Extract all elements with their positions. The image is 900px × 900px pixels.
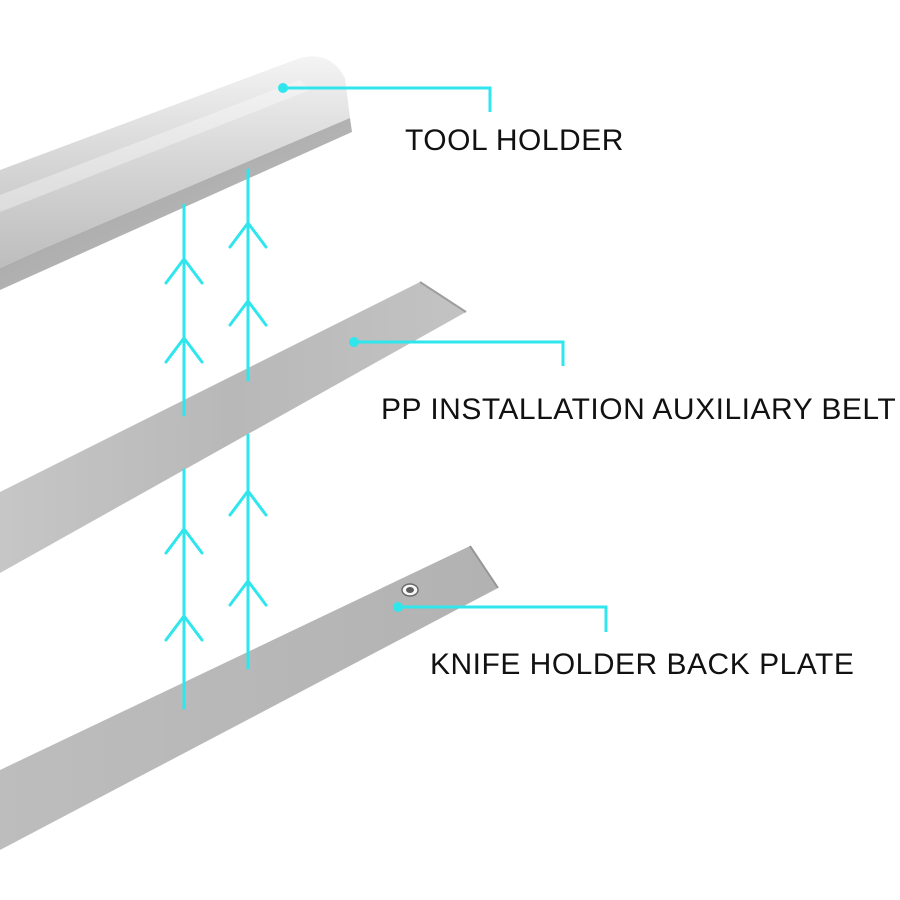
tool-holder-part <box>0 56 352 290</box>
up-arrow-chevron-icon <box>164 613 204 642</box>
label-knife-holder-back-plate: KNIFE HOLDER BACK PLATE <box>430 648 855 681</box>
callout-leaders <box>278 83 608 632</box>
callout-dot-icon <box>393 602 403 612</box>
label-pp-installation-belt: PP INSTALLATION AUXILIARY BELT <box>381 393 897 426</box>
back-plate-face <box>0 546 498 850</box>
pp-belt-edge <box>419 281 467 313</box>
up-arrow-chevron-icon <box>164 256 204 285</box>
back-plate-edge <box>469 545 499 589</box>
callout-leader-back-plate <box>398 605 608 632</box>
up-arrow-chevron-icon <box>164 526 204 555</box>
up-arrow-chevron-icon <box>164 335 204 364</box>
callout-dot-icon <box>349 337 359 347</box>
screw-hole-icon <box>401 583 419 597</box>
pp-belt-part <box>0 281 467 573</box>
tool-holder-highlight <box>0 80 310 212</box>
up-arrow-chevron-icon <box>228 298 268 327</box>
callout-leader-tool-holder <box>283 86 492 112</box>
assembly-arrows <box>164 168 268 710</box>
tool-holder-front-face <box>0 118 352 290</box>
pp-belt-face <box>0 282 466 573</box>
up-arrow-chevron-icon <box>228 488 268 517</box>
up-arrow-chevron-icon <box>228 578 268 607</box>
callout-dot-icon <box>278 83 288 93</box>
label-tool-holder: TOOL HOLDER <box>405 124 624 157</box>
tool-holder-top-face <box>0 56 350 268</box>
up-arrow-chevron-icon <box>228 220 268 249</box>
callout-leader-pp-belt <box>354 340 565 366</box>
back-plate-part <box>0 545 499 850</box>
